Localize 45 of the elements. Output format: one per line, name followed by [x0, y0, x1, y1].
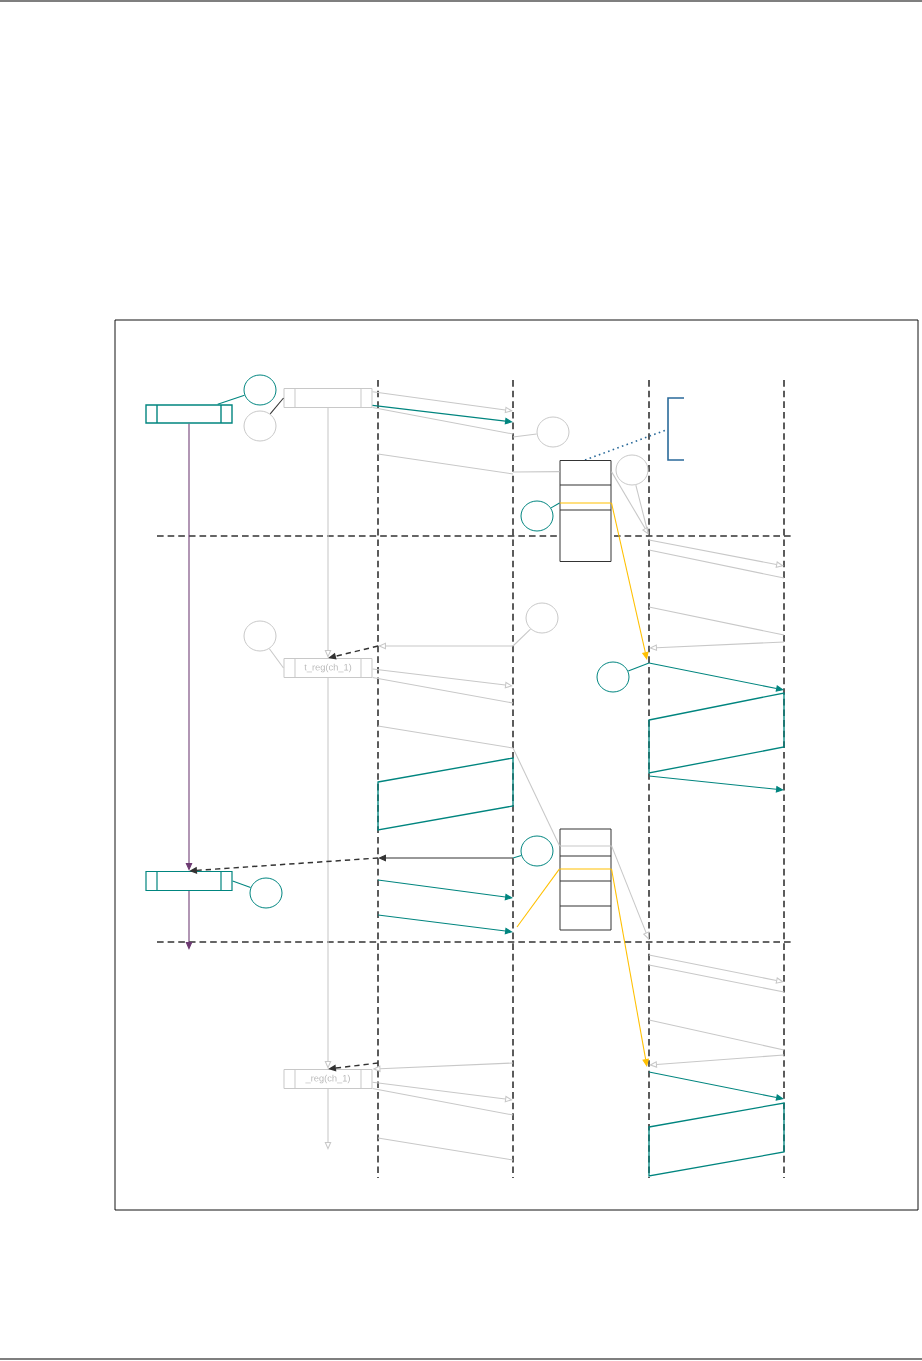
callout-circle — [243, 410, 277, 442]
leader-line — [550, 502, 561, 509]
callout-circle — [243, 620, 277, 652]
leader-line — [512, 855, 522, 859]
leader-line — [516, 868, 561, 928]
arrow — [610, 845, 650, 940]
callout-circle — [596, 661, 630, 693]
arrow — [324, 677, 332, 1069]
arrow — [371, 1081, 513, 1103]
register-box — [145, 404, 233, 424]
leader-line — [371, 676, 514, 704]
arrow — [610, 471, 649, 535]
callout-circle — [615, 454, 649, 486]
leader-line — [512, 433, 538, 438]
register-stack — [559, 828, 612, 931]
callout-circle — [536, 416, 570, 448]
arrow — [371, 391, 513, 414]
arrow — [371, 668, 513, 689]
leader-line — [512, 747, 561, 847]
arrow — [610, 868, 649, 1067]
register-box — [145, 870, 233, 892]
leader-line — [269, 397, 285, 415]
callout-circle — [243, 374, 277, 406]
register-box: _reg(ch_1) — [283, 1069, 373, 1089]
arrow — [324, 407, 332, 658]
arrow — [371, 404, 513, 425]
callout-circle — [520, 835, 554, 867]
leader-line — [512, 628, 532, 647]
leader-line — [512, 471, 561, 473]
callout-circle — [520, 500, 554, 532]
callout-circle — [249, 877, 283, 909]
leader-line — [371, 406, 514, 435]
register-box: t_reg(ch_1) — [283, 658, 373, 678]
arrow — [185, 423, 193, 871]
leader-line — [627, 662, 650, 672]
arrow — [185, 890, 193, 950]
arrow — [610, 502, 649, 660]
register-stack — [559, 460, 612, 562]
register-box — [283, 388, 373, 408]
leader-line — [371, 1087, 514, 1116]
arrow — [324, 1088, 332, 1150]
leader-line — [217, 394, 245, 405]
callout-circle — [525, 602, 559, 634]
leader-line — [232, 880, 252, 888]
leader-line — [268, 648, 285, 669]
